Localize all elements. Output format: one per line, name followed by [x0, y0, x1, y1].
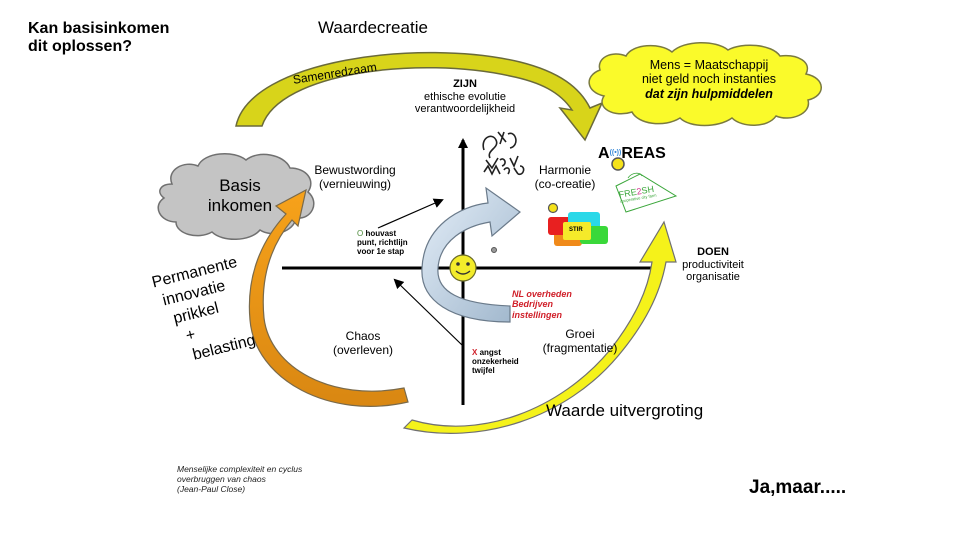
- angst-line-1: angst: [479, 348, 501, 357]
- basis-line-1: Basis: [219, 176, 261, 195]
- quadrant-bewustwording: Bewustwording (vernieuwing): [300, 163, 410, 192]
- caption-line-3: (Jean-Paul Close): [177, 483, 246, 494]
- nl-note: NL overheden Bedrijven instellingen: [512, 289, 572, 320]
- fresh-logo-graphic: [615, 172, 678, 213]
- areas-dot: [611, 157, 625, 171]
- quadrant-tl-line-1: Bewustwording: [314, 163, 396, 177]
- angst-note: X angst onzekerheid twijfel: [472, 348, 519, 376]
- caption-line-2: overbruggen van chaos: [177, 473, 266, 484]
- thought-line-1: Mens = Maatschappij: [649, 58, 769, 72]
- orange-arrow: [248, 188, 409, 407]
- zijn-title: ZIJN: [453, 78, 477, 90]
- stir-dot: [547, 202, 559, 214]
- caption-line-1: Menselijke complexiteit en cyclus: [177, 464, 303, 474]
- houvast-marker: O: [357, 229, 364, 238]
- houvast-line-2: punt, richtlijn: [357, 238, 408, 248]
- quadrant-br-line-2: (fragmentatie): [542, 340, 618, 355]
- thought-line-3: dat zijn hulpmiddelen: [645, 86, 773, 101]
- quadrant-tr-line-2: (co-creatie): [534, 176, 596, 191]
- houvast-line-3: voor 1e stap: [357, 247, 405, 257]
- top-yellow-arrow: [235, 51, 604, 142]
- doen-title: DOEN: [697, 246, 729, 258]
- angst-marker: X: [472, 348, 478, 357]
- caption: Menselijke complexiteit en cyclus overbr…: [177, 464, 303, 494]
- title-line-1: Kan basisinkomen: [28, 20, 170, 37]
- quadrant-tl-line-2: (vernieuwing): [318, 176, 392, 191]
- diagonal-arrow-up: [377, 198, 444, 229]
- title-line-2: dit oplossen?: [28, 38, 132, 56]
- blue-curved-arrow: [421, 186, 521, 323]
- basis-line-2: inkomen: [207, 195, 273, 215]
- quadrant-tr-line-1: Harmonie: [538, 163, 592, 177]
- thought-cloud: Mens = Maatschappij niet geld noch insta…: [624, 58, 794, 101]
- zijn-line-1: ethische evolutie: [424, 90, 506, 103]
- doen-line-1: productiviteit: [682, 258, 744, 271]
- houvast-note: O houvast punt, richtlijn voor 1e stap: [357, 229, 408, 257]
- wifi-signal-icon: ((•)): [609, 149, 622, 157]
- waarde-uitvergroting-label: Waarde uitvergroting: [546, 401, 704, 420]
- doen-line-2: organisatie: [686, 271, 740, 284]
- quadrant-harmonie: Harmonie (co-creatie): [525, 163, 605, 192]
- nl-line-3: instellingen: [512, 309, 563, 320]
- nl-line-2: Bedrijven: [512, 299, 554, 310]
- angst-line-2: onzekerheid: [472, 357, 519, 367]
- thought-cloud-shape: [588, 42, 822, 127]
- stir-label: STIR: [569, 227, 583, 233]
- diagonal-arrow-down: [393, 278, 463, 346]
- small-dot: [491, 247, 497, 253]
- angst-line-3: twijfel: [472, 366, 495, 376]
- quadrant-groei: Groei (fragmentatie): [530, 327, 630, 356]
- bottom-yellow-arrow: [402, 220, 677, 434]
- stir-logo: [548, 212, 608, 246]
- quadrant-bl-line-1: Chaos: [345, 329, 381, 343]
- quadrant-chaos: Chaos (overleven): [318, 329, 408, 358]
- thought-line-2: niet geld noch instanties: [641, 72, 777, 87]
- areas-prefix: A: [598, 145, 610, 162]
- smiley-icon: [449, 254, 477, 282]
- quadrant-br-line-1: Groei: [565, 327, 595, 341]
- nl-line-1: NL overheden: [512, 289, 572, 299]
- areas-suffix: REAS: [621, 145, 666, 162]
- doen-axis-label: DOEN productiviteit organisatie: [668, 246, 758, 284]
- zijn-line-2: verantwoordelijkheid: [414, 103, 516, 116]
- waardecreatie-label: Waardecreatie: [318, 18, 428, 37]
- basis-inkomen-cloud: Basis inkomen: [180, 176, 300, 215]
- stad-van-morgen-logo: [482, 131, 525, 176]
- zijn-axis-label: ZIJN ethische evolutie verantwoordelijkh…: [370, 78, 560, 116]
- quadrant-bl-line-2: (overleven): [332, 342, 394, 357]
- areas-logo: A((•))REAS: [598, 145, 666, 163]
- houvast-line-1: houvast: [365, 229, 397, 238]
- slide-title: Kan basisinkomen dit oplossen?: [28, 20, 169, 57]
- ja-maar-text: Ja,maar.....: [749, 477, 847, 498]
